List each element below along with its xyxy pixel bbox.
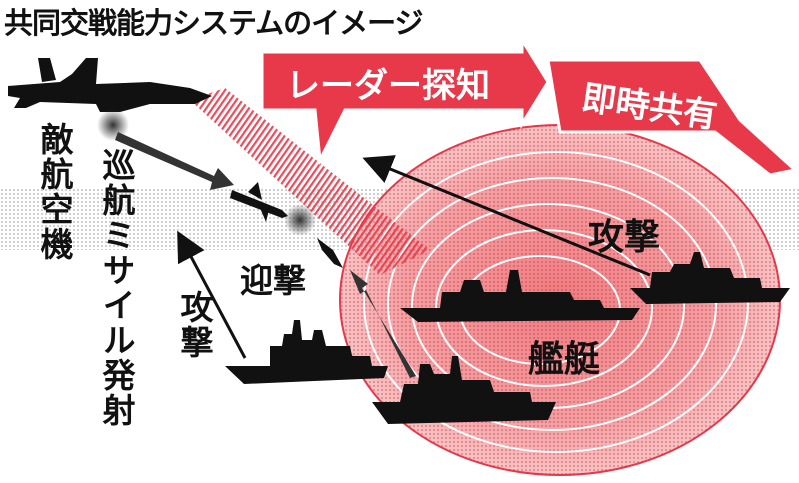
interceptor-trail-1 — [350, 270, 416, 378]
impact-smoke — [284, 204, 316, 236]
immediate-sharing-banner — [546, 58, 799, 177]
cruise-missile-launch-label: 巡航ミサイル発射 — [97, 148, 136, 428]
attack-arrow-left — [177, 230, 247, 359]
attack-arrow-right — [362, 155, 651, 277]
intercept-label: 迎撃 — [240, 261, 306, 300]
warship-icon — [400, 270, 640, 322]
warship-icon — [225, 320, 388, 384]
radar-detection-label: レーダー探知 — [286, 66, 490, 106]
radar-detection-banner — [260, 34, 550, 166]
enemy-aircraft-label: 敵航空機 — [35, 122, 74, 262]
attack-label-right: 攻撃 — [588, 217, 661, 258]
warship-icon — [630, 252, 790, 304]
cruise-missile-icon — [230, 182, 288, 222]
warship-icon — [372, 356, 556, 424]
attack-label-left: 攻撃 — [175, 290, 214, 360]
missile-trail-arrow — [115, 132, 234, 190]
page-title: 共同交戦能力システムのイメージ — [4, 6, 424, 40]
bomber-aircraft-icon — [8, 58, 212, 112]
radar-beam — [190, 88, 430, 275]
warships-label: 艦艇 — [528, 339, 601, 380]
interceptor-missile-1 — [317, 238, 343, 268]
launch-smoke — [97, 109, 129, 141]
